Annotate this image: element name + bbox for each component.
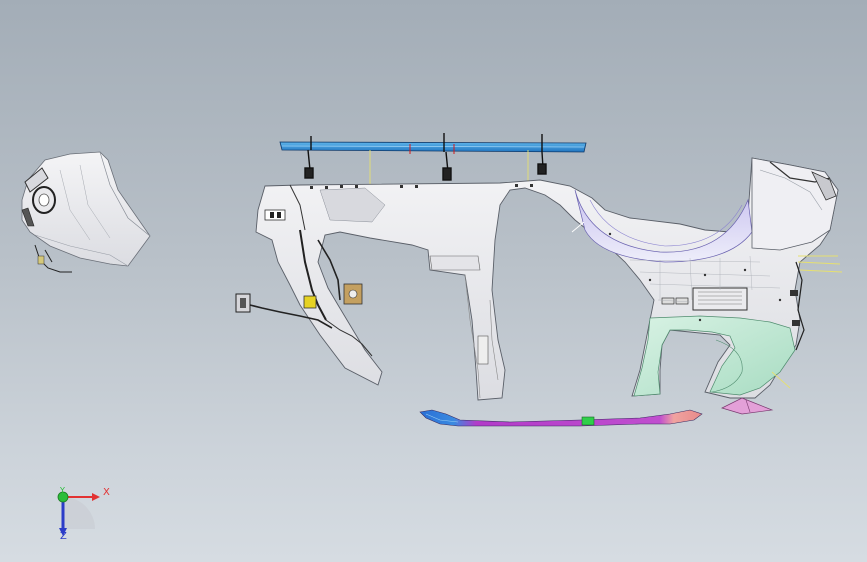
triad-z-label: Z bbox=[60, 531, 67, 542]
roof-rail-bar-part[interactable] bbox=[279, 133, 587, 190]
triad-x-label: X bbox=[103, 487, 110, 498]
rocker-sill-trim-part[interactable] bbox=[419, 409, 703, 427]
coordinate-triad bbox=[57, 491, 100, 536]
sill-trim-clip-part[interactable] bbox=[721, 397, 774, 415]
side-panel-assembly-part[interactable] bbox=[255, 157, 843, 401]
rear-quarter-left-part[interactable] bbox=[21, 151, 151, 273]
wiring-harness-part[interactable] bbox=[235, 229, 373, 357]
triad-y-label: Y bbox=[60, 486, 65, 495]
